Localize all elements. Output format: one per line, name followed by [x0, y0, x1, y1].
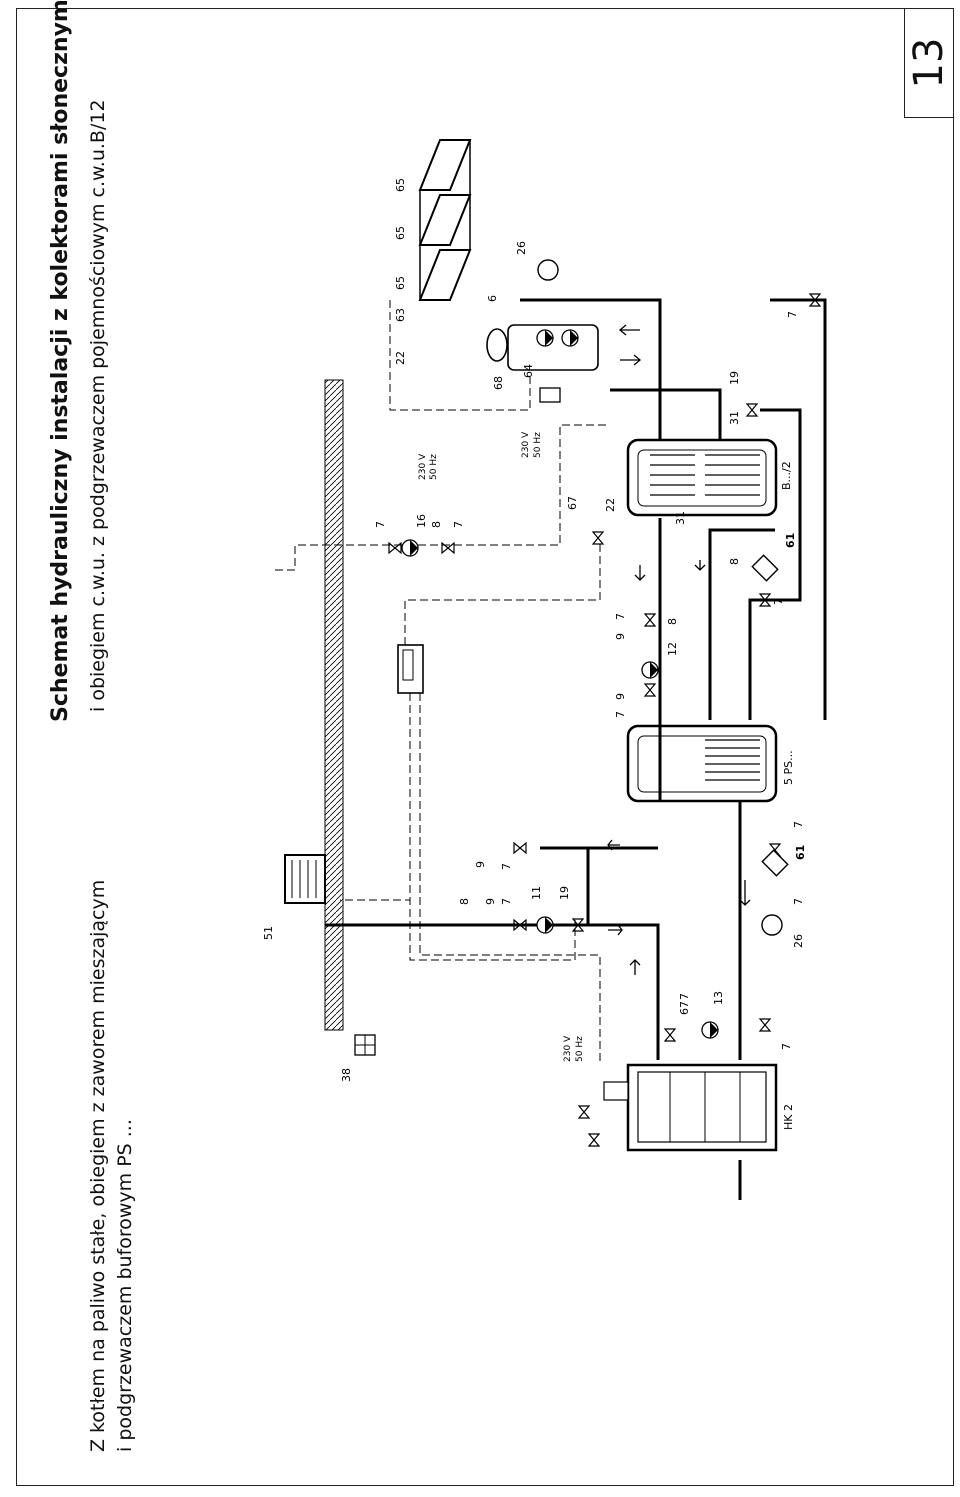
label-230v-a: 230 V: [563, 1035, 573, 1062]
controller: [397, 644, 424, 694]
label-13: 13: [712, 991, 725, 1005]
radiator: [284, 854, 326, 904]
label-7-a: 7: [500, 863, 513, 870]
label-12: 12: [666, 642, 679, 656]
signal-lines: [275, 300, 610, 1065]
label-7-g: 7: [614, 711, 627, 718]
label-8-c: 8: [430, 521, 443, 528]
label-65-a: 65: [394, 276, 407, 290]
label-67-a: 67: [678, 1001, 691, 1015]
label-31-a: 31: [674, 511, 687, 525]
label-7-d: 7: [780, 1043, 793, 1050]
pipes: [325, 298, 827, 1200]
label-hk2: HK 2: [782, 1104, 795, 1130]
label-7-h: 7: [614, 613, 627, 620]
label-31-b: 31: [728, 411, 741, 425]
label-64: 64: [522, 364, 535, 378]
solar-station: [486, 324, 599, 403]
solid-fuel-boiler: [603, 1063, 778, 1152]
label-26-b: 26: [515, 241, 528, 255]
flow-arrows: [607, 324, 751, 975]
label-5-ps: 5 PS...: [782, 750, 795, 785]
label-6: 6: [486, 295, 499, 302]
label-230v-b: 230 V: [418, 453, 428, 480]
pressure-reducers: [751, 554, 789, 877]
buffer-tank-ps: [626, 724, 778, 803]
label-65-c: 65: [394, 178, 407, 192]
label-7-l: 7: [786, 311, 799, 318]
label-7-k: 7: [452, 521, 465, 528]
label-7-f: 7: [792, 821, 805, 828]
label-7-c: 7: [678, 993, 691, 1000]
valves: [388, 293, 821, 1042]
page-frame: [16, 8, 954, 1486]
component-labels: 38 51 HK 2 26 26 5 PS... B.../2 61 61 13…: [262, 178, 807, 1130]
label-7-e: 7: [792, 898, 805, 905]
label-22-a: 22: [394, 351, 407, 365]
label-8-d: 8: [728, 558, 741, 565]
label-9-c: 9: [614, 693, 627, 700]
label-26-a: 26: [792, 934, 805, 948]
dhw-tank-b2: [626, 438, 778, 517]
label-67-b: 67: [566, 496, 579, 510]
label-9-b: 9: [484, 898, 497, 905]
page-number-box: [904, 8, 954, 118]
expansion-vessels: [537, 259, 783, 936]
label-8-a: 8: [458, 898, 471, 905]
label-38: 38: [340, 1068, 353, 1082]
label-61-b: 61: [784, 533, 797, 548]
label-65-b: 65: [394, 226, 407, 240]
label-63: 63: [394, 308, 407, 322]
label-16: 16: [415, 514, 428, 528]
label-50hz-a: 50 Hz: [575, 1036, 585, 1062]
label-50hz-c: 50 Hz: [533, 432, 543, 458]
label-61-a: 61: [794, 845, 807, 860]
label-7-i: 7: [772, 598, 785, 605]
label-9-d: 9: [614, 633, 627, 640]
label-230v-c: 230 V: [521, 431, 531, 458]
label-7-b: 7: [500, 898, 513, 905]
label-51: 51: [262, 926, 275, 940]
label-9-a: 9: [474, 861, 487, 868]
building-wall: [324, 379, 344, 1031]
label-22-b: 22: [604, 498, 617, 512]
floor-heating: [354, 1034, 376, 1056]
label-19-b: 19: [728, 371, 741, 385]
label-11: 11: [530, 886, 543, 900]
label-19-a: 19: [558, 886, 571, 900]
label-68: 68: [492, 376, 505, 390]
safety-valves-boiler: [578, 1105, 600, 1147]
label-b2: B.../2: [780, 461, 793, 490]
label-8-b: 8: [666, 618, 679, 625]
label-7-j: 7: [374, 521, 387, 528]
label-50hz-b: 50 Hz: [429, 454, 439, 480]
solar-collectors: [418, 139, 472, 301]
